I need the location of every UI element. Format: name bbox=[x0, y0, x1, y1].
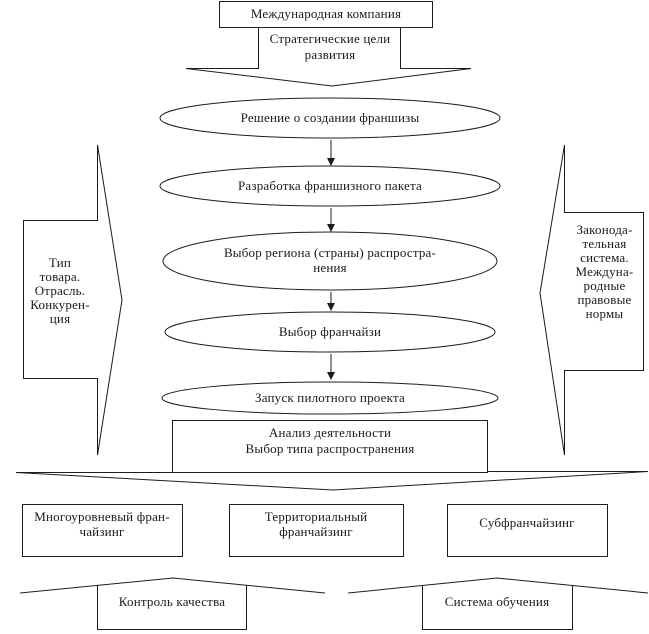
international-company-box bbox=[219, 1, 433, 28]
stage-ellipse-package bbox=[159, 165, 501, 207]
stage-pilot-label: Запуск пилотного проекта bbox=[255, 390, 405, 405]
left-factor-label: Тип товара. Отрасль. Конкурен- ция bbox=[30, 255, 90, 326]
quality-control-up-arrow-shape bbox=[19, 577, 326, 630]
territorial-franchise-label: Территориальный франчайзинг bbox=[264, 509, 368, 539]
territorial-franchise-box bbox=[229, 504, 404, 557]
training-system-label: Система обучения bbox=[444, 594, 550, 609]
left-factor-arrow-shape bbox=[23, 144, 123, 456]
stage-ellipse-region bbox=[162, 231, 498, 291]
analysis-box-label: Анализ деятельности Выбор типа распростр… bbox=[245, 425, 415, 456]
wide-down-arrow-shape bbox=[15, 471, 649, 491]
subfranchise-box bbox=[447, 504, 608, 557]
stage-ellipse-pilot bbox=[161, 381, 499, 415]
multilevel-franchise-box bbox=[22, 504, 183, 557]
training-system-up-arrow-shape bbox=[347, 577, 649, 630]
international-company-label: Международная компания bbox=[250, 6, 402, 21]
multilevel-franchise-label: Многоуровневый фран- чайзинг bbox=[34, 509, 170, 539]
stage-decision-label: Решение о создании франшизы bbox=[240, 110, 420, 125]
connector-arrow-3-head bbox=[327, 303, 335, 311]
connector-arrow-2-head bbox=[327, 224, 335, 232]
stage-ellipse-decision bbox=[159, 97, 501, 139]
subfranchise-label: Субфранчайзинг bbox=[479, 515, 575, 530]
stage-ellipse-franchisee bbox=[164, 311, 496, 353]
stage-package-label: Разработка франшизного пакета bbox=[237, 178, 423, 193]
analysis-box bbox=[172, 420, 488, 473]
right-factor-label: Законода- тельная система. Междуна- родн… bbox=[575, 222, 634, 321]
connector-arrow-1-head bbox=[327, 158, 335, 166]
right-factor-arrow-shape bbox=[539, 144, 644, 456]
strategy-goals-label: Стратегические цели развития bbox=[269, 31, 391, 62]
quality-control-label: Контроль качества bbox=[118, 594, 226, 609]
strategy-down-arrow-shape bbox=[185, 27, 472, 87]
stage-region-label: Выбор региона (страны) распростра- нения bbox=[223, 245, 437, 275]
stage-franchisee-label: Выбор франчайзи bbox=[278, 324, 382, 339]
connector-arrow-4-head bbox=[327, 372, 335, 380]
